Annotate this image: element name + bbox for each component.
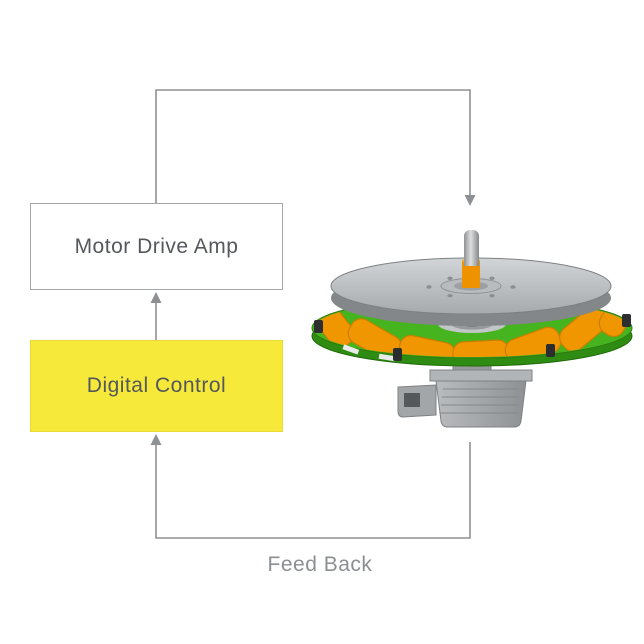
block-digital-control-label: Digital Control: [86, 374, 227, 397]
control-arrowhead: [150, 292, 162, 303]
block-digital-control: Digital Control: [30, 340, 283, 432]
standoff-bolts: [314, 314, 631, 361]
feedback-label: Feed Back: [267, 553, 373, 576]
feedback-arrowhead: [150, 434, 162, 445]
feedforward-path: [155, 89, 471, 203]
bracket-fins: [440, 388, 519, 414]
mount-bracket: [397, 353, 533, 428]
feedback-path: [155, 442, 471, 539]
block-motor-drive-amp: Motor Drive Amp: [30, 203, 283, 290]
disc-bolt-holes: [426, 276, 516, 298]
bracket-slot: [404, 393, 420, 407]
feedforward-arrowhead: [464, 195, 476, 206]
shaft-collar: [462, 260, 480, 288]
shaft: [462, 230, 480, 288]
pcb-silkscreen-labels: [342, 344, 396, 362]
motor-illustration: [311, 230, 633, 428]
block-motor-drive-amp-label: Motor Drive Amp: [74, 234, 239, 258]
